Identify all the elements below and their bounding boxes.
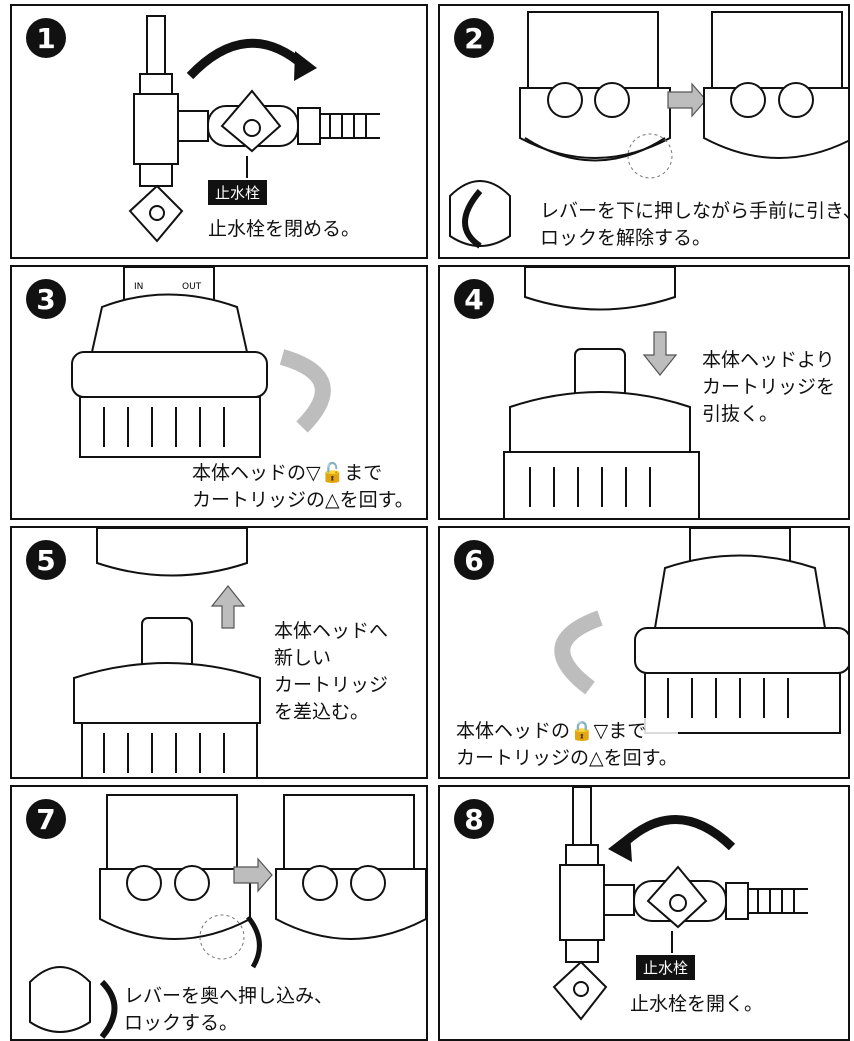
step-number: 4 bbox=[454, 279, 494, 319]
cartridge-remove-illustration bbox=[503, 267, 700, 518]
step-caption: 本体ヘッドへ 新しい カートリッジ を差込む。 bbox=[274, 618, 389, 726]
out-label: OUT bbox=[182, 282, 202, 292]
step-caption: レバーを奥へ押し込み、 ロックする。 bbox=[124, 983, 334, 1037]
step-number: 5 bbox=[26, 540, 66, 580]
in-label: IN bbox=[134, 282, 143, 292]
step-caption: 止水栓を閉める。 bbox=[208, 216, 361, 243]
step-number: 7 bbox=[26, 799, 66, 839]
cartridge-unlock-rotate-illustration: IN OUT bbox=[71, 267, 331, 458]
step-7-panel: 7 レバーを奥へ押し込み、 ロックする。 bbox=[10, 785, 428, 1041]
step-3-panel: IN OUT 3 本体ヘッドの▽🔓まで カートリッジの△を回す。 bbox=[10, 265, 428, 520]
cartridge-insert-illustration bbox=[73, 528, 261, 777]
step-caption: 止水栓を開く。 bbox=[630, 991, 764, 1018]
step-caption: 本体ヘッドの🔒▽まで カートリッジの△を回す。 bbox=[456, 718, 678, 772]
step-number: 3 bbox=[26, 279, 66, 319]
valve-tag: 止水栓 bbox=[208, 180, 268, 205]
step-number: 1 bbox=[26, 18, 66, 58]
step-caption: 本体ヘッドより カートリッジを 引抜く。 bbox=[702, 347, 836, 428]
valve-open-illustration bbox=[552, 787, 808, 1021]
valve-tag: 止水栓 bbox=[636, 955, 696, 980]
step-number: 2 bbox=[454, 18, 494, 58]
lever-unlock-illustration bbox=[449, 11, 848, 249]
step-caption: レバーを下に押しながら手前に引き、 ロックを解除する。 bbox=[540, 198, 848, 252]
step-2-panel: 2 レバーを下に押しながら手前に引き、 ロックを解除する。 bbox=[438, 4, 850, 259]
step-1-panel: 1 止水栓 止水栓を閉める。 bbox=[10, 4, 428, 259]
step-number: 8 bbox=[454, 799, 494, 839]
valve-close-illustration bbox=[128, 15, 380, 243]
lever-lock-illustration bbox=[29, 794, 426, 1039]
step-4-panel: 4 本体ヘッドより カートリッジを 引抜く。 bbox=[438, 265, 850, 520]
step-caption: 本体ヘッドの▽🔓まで カートリッジの△を回す。 bbox=[192, 460, 414, 514]
step-5-panel: 5 本体ヘッドへ 新しい カートリッジ を差込む。 bbox=[10, 526, 428, 779]
step-8-panel: 8 止水栓 止水栓を開く。 bbox=[438, 785, 850, 1041]
step-number: 6 bbox=[454, 540, 494, 580]
cartridge-lock-rotate-illustration bbox=[554, 528, 848, 734]
step-6-panel: 6 本体ヘッドの🔒▽まで カートリッジの△を回す。 bbox=[438, 526, 850, 779]
